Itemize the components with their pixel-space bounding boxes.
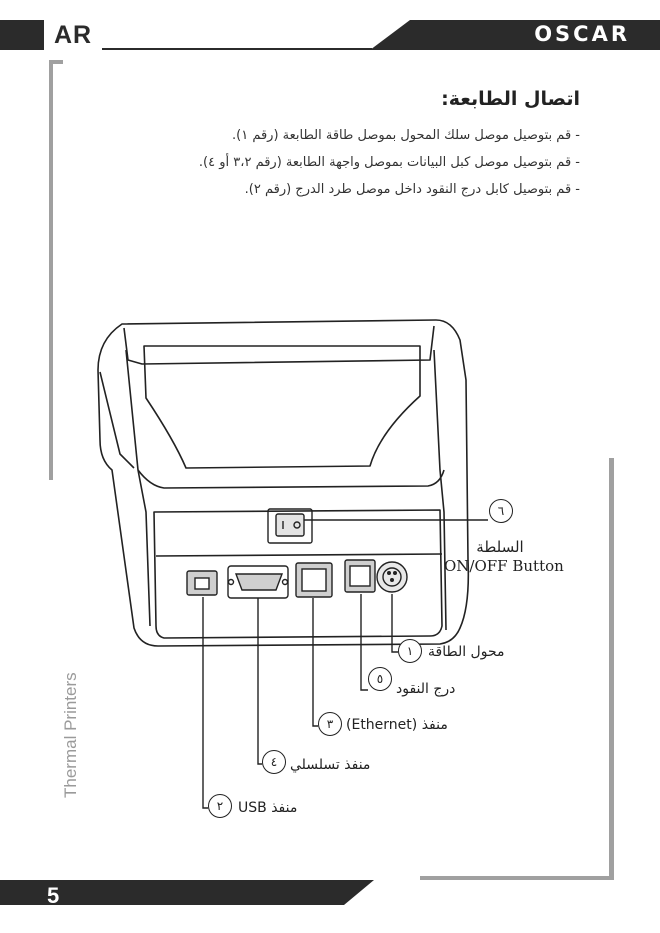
footer-shape bbox=[0, 880, 374, 905]
side-label-thermal-printers: Thermal Printers bbox=[61, 672, 80, 798]
callout-number-2: ٢ bbox=[208, 794, 232, 818]
callout-label-power-adapter: محول الطاقة bbox=[428, 644, 505, 660]
content-section: اتصال الطابعة: - قم بتوصيل موصل سلك المح… bbox=[80, 88, 580, 203]
callout-label-serial-port: منفذ تسلسلي bbox=[290, 757, 371, 773]
frame-left-line bbox=[49, 60, 53, 480]
callout-number-5: ٥ bbox=[368, 667, 392, 691]
header-shape bbox=[0, 0, 660, 50]
footer-bar bbox=[0, 875, 660, 933]
instruction-list: - قم بتوصيل موصل سلك المحول بموصل طاقة ا… bbox=[80, 122, 580, 203]
language-tag: AR bbox=[44, 20, 102, 50]
frame-left-top-line bbox=[49, 60, 63, 64]
callout-number-3: ٣ bbox=[318, 712, 342, 736]
instruction-item: - قم بتوصيل كابل درج النقود داخل موصل طر… bbox=[244, 182, 580, 197]
callout-number-6: ٦ bbox=[489, 499, 513, 523]
instruction-item: - قم بتوصيل موصل كبل البيانات بموصل واجه… bbox=[198, 155, 580, 170]
frame-bottom-line bbox=[420, 876, 614, 880]
callout-number-4: ٤ bbox=[262, 750, 286, 774]
header-bar: AR OSCAR bbox=[0, 0, 660, 50]
page-number: 5 bbox=[47, 883, 60, 908]
callout-number-1: ١ bbox=[398, 639, 422, 663]
section-title: اتصال الطابعة: bbox=[441, 88, 580, 110]
callout-label-ethernet-port: منفذ (Ethernet) bbox=[346, 717, 448, 733]
callout-label-onoff-button: ON/OFF Button bbox=[444, 557, 564, 575]
callout-label-cash-drawer: درج النقود bbox=[396, 681, 456, 697]
callout-label-power: السلطة bbox=[476, 538, 524, 556]
brand-logo: OSCAR bbox=[534, 22, 630, 46]
instruction-item: - قم بتوصيل موصل سلك المحول بموصل طاقة ا… bbox=[231, 128, 580, 143]
callout-label-usb-port: منفذ USB bbox=[238, 800, 298, 816]
frame-right-line bbox=[609, 458, 614, 880]
